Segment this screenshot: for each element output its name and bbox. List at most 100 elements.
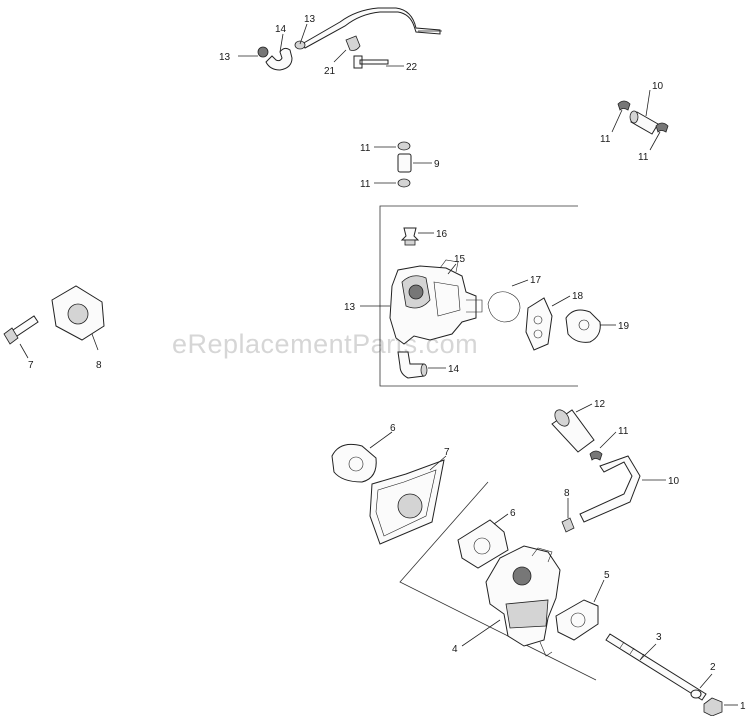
gasket-19-hole xyxy=(578,319,590,331)
stud-3 xyxy=(605,633,707,701)
leader-13b xyxy=(299,23,308,45)
hose-clamp-b xyxy=(294,40,306,50)
leader-3 xyxy=(639,643,657,661)
callout-3: 3 xyxy=(656,632,662,643)
hose-10-bent xyxy=(579,455,641,523)
leader-8a xyxy=(91,333,99,351)
leader-11b xyxy=(649,131,661,151)
callout-11d: 11 xyxy=(360,179,371,190)
callout-10b: 10 xyxy=(668,476,680,487)
clamp-11-lower-assembly xyxy=(589,450,603,461)
gasket-18-hole-bottom xyxy=(533,329,543,339)
heat-shield-inner xyxy=(375,469,437,537)
gasket-6-upper-hole xyxy=(348,456,364,472)
callout-5: 5 xyxy=(604,570,610,581)
gasket-6-lower xyxy=(457,519,509,569)
fitting-16 xyxy=(400,227,420,241)
spacer-8-bore xyxy=(67,303,89,325)
hose-end-left xyxy=(629,110,639,124)
leader-12 xyxy=(575,403,593,413)
callout-8a: 8 xyxy=(96,360,102,371)
leader-10a xyxy=(645,89,651,117)
callout-4: 4 xyxy=(452,644,458,655)
fuel-line-tube xyxy=(301,7,441,49)
carburetor-sub-assembly: 16 15 13 17 18 19 14 xyxy=(344,227,630,379)
leader-21 xyxy=(333,49,347,63)
hose-9 xyxy=(397,153,412,173)
callout-21: 21 xyxy=(324,66,336,77)
callout-7b: 7 xyxy=(444,447,450,458)
lower-carburetor-assembly: 12 11 10 8 6 7 6 xyxy=(331,399,746,716)
leader-6b xyxy=(493,513,509,525)
callout-6b: 6 xyxy=(510,508,516,519)
callout-13c: 13 xyxy=(344,302,356,313)
callout-11c: 11 xyxy=(360,143,371,154)
leader-5 xyxy=(593,579,605,603)
callout-13b: 13 xyxy=(304,14,316,25)
carburetor-inlet xyxy=(466,299,483,313)
nut-1 xyxy=(703,697,723,716)
fitting-16-base xyxy=(404,239,416,246)
callout-11e: 11 xyxy=(618,426,629,437)
lower-bracket-frame xyxy=(399,481,597,681)
callout-7a: 7 xyxy=(28,360,34,371)
leader-18 xyxy=(551,295,571,307)
bolt-7-head xyxy=(3,327,19,345)
leader-17 xyxy=(511,279,529,287)
callout-9: 9 xyxy=(434,159,440,170)
callout-18: 18 xyxy=(572,291,584,302)
callout-2: 2 xyxy=(710,662,716,673)
carburetor-main-bore xyxy=(512,566,532,586)
callout-19: 19 xyxy=(618,321,630,332)
callout-8b: 8 xyxy=(564,488,570,499)
elbow-fitting-end xyxy=(420,363,428,377)
callout-22: 22 xyxy=(406,62,418,73)
heat-shield-bore xyxy=(397,493,423,519)
leader-4 xyxy=(461,619,501,647)
gasket-18-hole-top xyxy=(533,315,543,325)
clamp-8 xyxy=(561,517,575,533)
leader-15 xyxy=(447,263,457,275)
washer-2 xyxy=(690,689,702,699)
callout-14a: 14 xyxy=(275,24,287,35)
callout-1: 1 xyxy=(740,701,746,712)
callout-11a: 11 xyxy=(600,134,611,145)
callout-15: 15 xyxy=(454,254,466,265)
left-spacer-assembly: 7 8 xyxy=(3,285,105,371)
clamp-11-left xyxy=(617,100,631,111)
assembly-bracket-frame xyxy=(379,205,578,387)
leader-7a xyxy=(19,343,29,359)
leader-2 xyxy=(699,673,713,689)
gasket-6-upper xyxy=(331,443,377,483)
carburetor-main-choke xyxy=(531,547,553,563)
carburetor-top-cap xyxy=(439,259,459,273)
callout-16: 16 xyxy=(436,229,448,240)
tube-clip xyxy=(345,35,361,51)
leader-6a xyxy=(369,431,393,449)
hose-assembly-center: 11 9 11 xyxy=(360,141,440,190)
hose-clamp-a xyxy=(257,46,269,58)
elbow-fitting-14 xyxy=(397,351,425,379)
leader-11a xyxy=(611,109,623,133)
callout-13a: 13 xyxy=(219,52,231,63)
callout-6a: 6 xyxy=(390,423,396,434)
callout-10a: 10 xyxy=(652,81,664,92)
gasket-6-lower-hole xyxy=(473,537,491,555)
callout-11b: 11 xyxy=(638,152,649,163)
callout-17: 17 xyxy=(530,275,542,286)
clamp-11-upper xyxy=(397,141,411,151)
fuel-line-assembly-top: 13 14 13 21 22 xyxy=(219,7,442,77)
fuel-filter-cap xyxy=(554,409,570,427)
leader-11e xyxy=(599,431,617,449)
carburetor-bore xyxy=(408,284,424,300)
gasket-5 xyxy=(555,599,599,641)
clamp-11-lower xyxy=(397,178,411,188)
carburetor-main-drain xyxy=(539,641,553,657)
callout-14b: 14 xyxy=(448,364,460,375)
gasket-ring-17 xyxy=(487,291,521,323)
fuel-hose-short xyxy=(265,47,293,71)
carburetor-main xyxy=(485,545,561,647)
clamp-11-right xyxy=(655,122,669,133)
